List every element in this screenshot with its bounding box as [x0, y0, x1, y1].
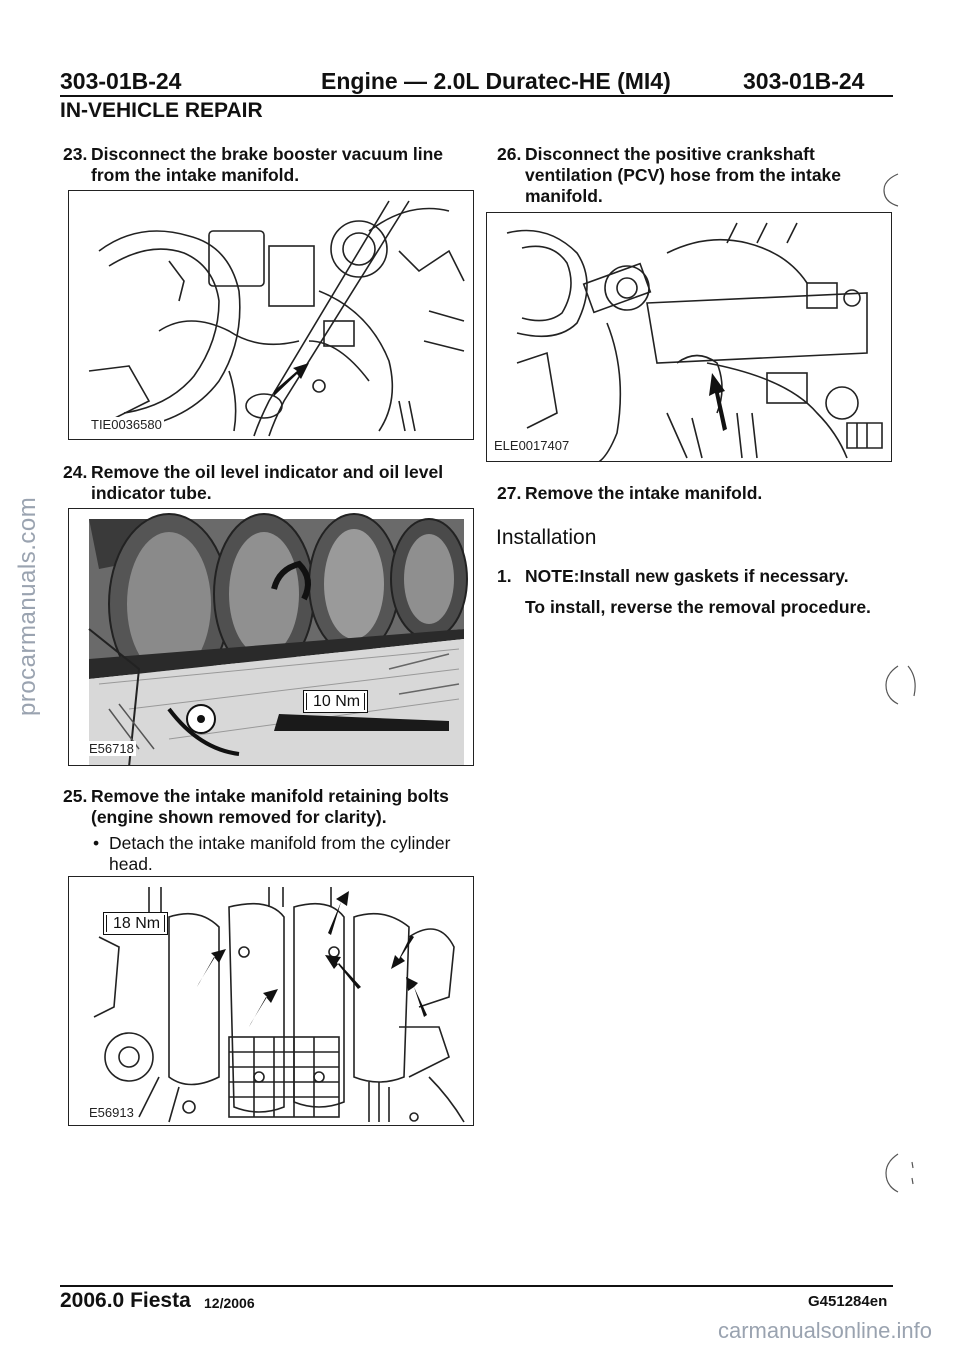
page-code-right: 303-01B-24 [743, 68, 865, 94]
footer-model: 2006.0 Fiesta [60, 1289, 191, 1312]
figure-id: ELE0017407 [492, 438, 572, 453]
bottom-watermark: carmanualsonline.info [717, 1318, 932, 1343]
step-number: 24. [63, 462, 88, 482]
installation-step-1: 1. NOTE:Install new gaskets if necessary… [497, 566, 887, 618]
figure-ele0017407: ELE0017407 [486, 212, 892, 462]
pcv-hose-illustration [506, 222, 883, 461]
installation-text: To install, reverse the removal procedur… [525, 597, 871, 617]
step-24: 24. Remove the oil level indicator and o… [63, 462, 473, 504]
torque-label: 10 Nm [303, 690, 369, 713]
engine-illustration [88, 200, 465, 437]
footer-doc-id: G451284en [808, 1293, 888, 1310]
step-number: 23. [63, 144, 88, 164]
intake-manifold-illustration [69, 509, 473, 765]
step-23: 23. Disconnect the brake booster vacuum … [63, 144, 473, 186]
step-number: 25. [63, 786, 88, 806]
step-text: Remove the intake manifold retaining bol… [91, 786, 449, 827]
step-27: 27. Remove the intake manifold. [497, 483, 887, 504]
installation-note: NOTE:Install new gaskets if necessary. [525, 566, 849, 586]
installation-heading: Installation [496, 526, 597, 549]
footer-rule [60, 1285, 893, 1287]
margin-mark [885, 665, 916, 705]
step-text: Remove the oil level indicator and oil l… [91, 462, 444, 503]
figure-id: E56913 [87, 1105, 136, 1120]
bullet-marker: • [93, 833, 100, 853]
step-text: Disconnect the brake booster vacuum line… [91, 144, 444, 185]
figure-tie0036580: TIE0036580 [68, 190, 474, 440]
footer-date: 12/2006 [204, 1295, 255, 1311]
step-25-bullet: • Detach the intake manifold from the cy… [93, 833, 473, 875]
side-watermark: procarmanuals.com [14, 496, 41, 716]
page-title: Engine — 2.0L Duratec-HE (MI4) [321, 68, 671, 94]
torque-label: 18 Nm [103, 912, 169, 935]
page-code-left: 303-01B-24 [60, 68, 182, 94]
step-text: Disconnect the positive crankshaft venti… [525, 144, 842, 206]
margin-mark [883, 173, 899, 207]
bullet-text: Detach the intake manifold from the cyli… [109, 833, 451, 874]
step-25: 25. Remove the intake manifold retaining… [63, 786, 473, 828]
figure-e56718: 10 Nm E56718 [68, 508, 474, 766]
step-26: 26. Disconnect the positive crankshaft v… [497, 144, 887, 207]
figure-id: E56718 [87, 741, 136, 756]
step-text: Remove the intake manifold. [525, 483, 763, 503]
header-rule [60, 95, 893, 97]
figure-id: TIE0036580 [89, 417, 164, 432]
step-number: 26. [497, 144, 522, 164]
section-title: IN-VEHICLE REPAIR [60, 99, 263, 122]
step-number: 1. [497, 566, 512, 586]
manifold-bolts-illustration [93, 887, 465, 1123]
figure-e56913: 18 Nm E56913 [68, 876, 474, 1126]
margin-mark [885, 1153, 914, 1193]
step-number: 27. [497, 483, 522, 503]
